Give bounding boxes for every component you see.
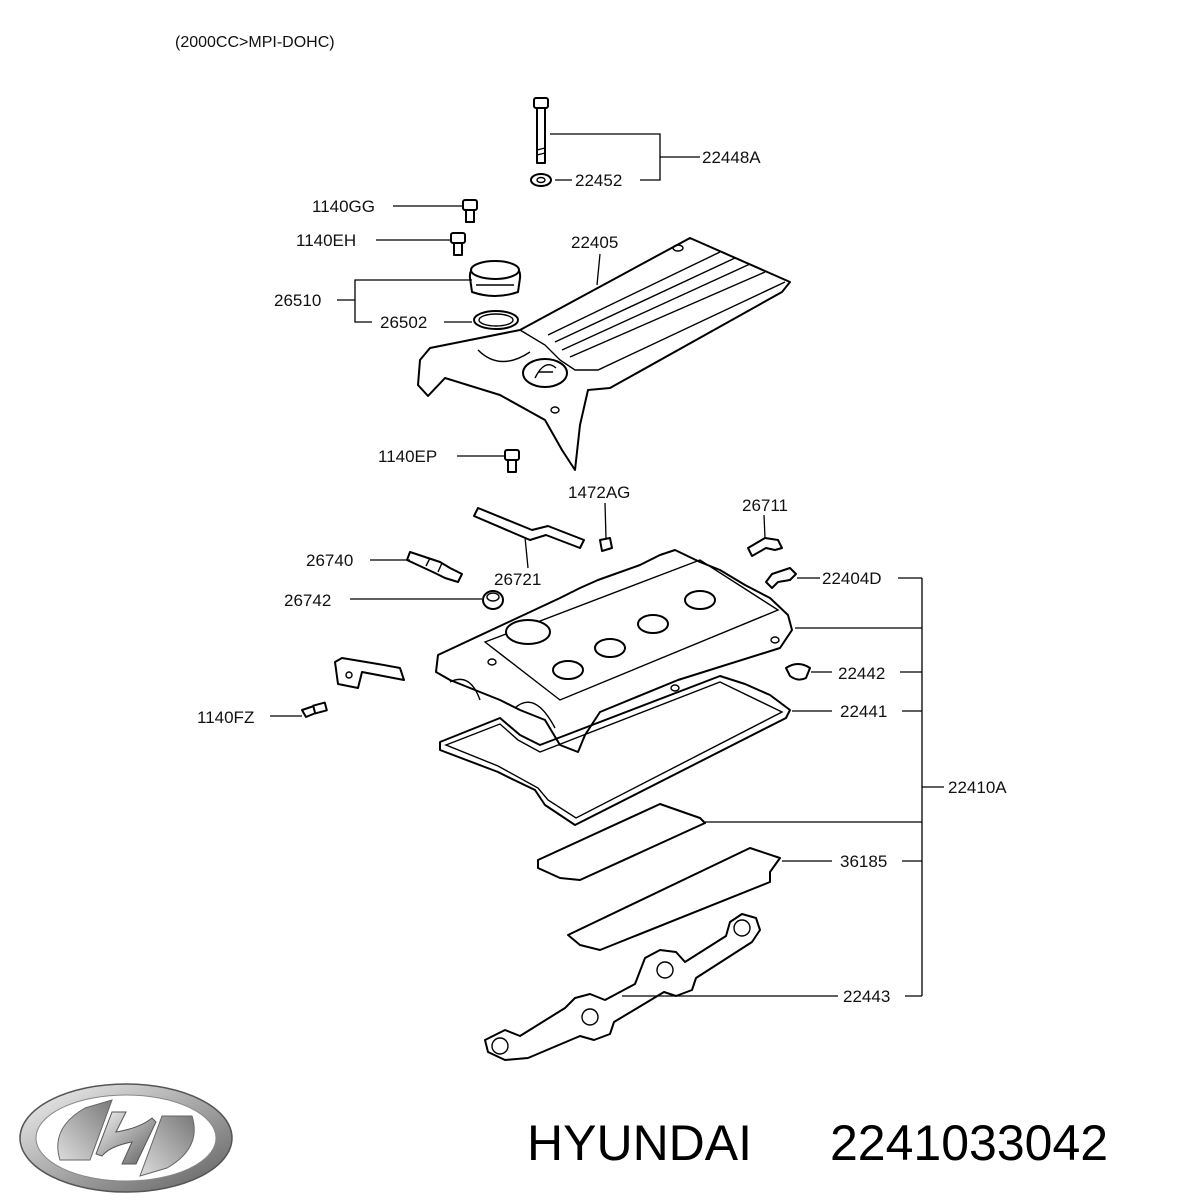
label-26742: 26742 [284, 591, 331, 610]
bolt-1140GG-part [462, 199, 478, 223]
clip-1472AG-part [599, 537, 613, 552]
plug-seal-gasket-part [484, 913, 761, 1061]
label-22443: 22443 [843, 987, 890, 1006]
filler-cap-seal-part [473, 310, 519, 330]
label-1140EH: 1140EH [296, 231, 356, 250]
label-1140GG: 1140GG [312, 197, 375, 216]
label-1140FZ: 1140FZ [197, 708, 254, 727]
hyundai-logo-icon [19, 1083, 233, 1193]
cover-gasket-part [439, 675, 791, 826]
label-26721: 26721 [494, 570, 541, 589]
label-26502: 26502 [380, 313, 427, 332]
pcv-valve-part [406, 551, 463, 583]
label-22452: 22452 [575, 171, 622, 190]
label-22448A: 22448A [702, 148, 761, 167]
part-number: 2241033042 [830, 1115, 1108, 1171]
label-22405: 22405 [571, 233, 618, 252]
hose-26711-part [747, 537, 783, 557]
cylinder-head-cover-part [435, 549, 793, 753]
oil-filler-cap-part [468, 260, 522, 297]
bolt-1140FZ-part [301, 701, 328, 718]
upper-seal-plate-part [537, 803, 706, 881]
lower-seal-plate-part [567, 847, 781, 951]
bolt-1140EH-part [450, 232, 466, 256]
bracket-part [334, 657, 405, 689]
washer-part [530, 173, 552, 187]
label-1140EP: 1140EP [378, 447, 437, 466]
engine-cover-part [417, 237, 791, 471]
grommet-part [482, 590, 504, 610]
engine-spec-heading: (2000CC>MPI-DOHC) [175, 34, 335, 51]
breather-hose-part [473, 507, 585, 549]
long-bolt-part [533, 97, 549, 164]
label-26711: 26711 [742, 496, 788, 515]
half-moon-plug-part [785, 663, 811, 681]
brand-name: HYUNDAI [527, 1115, 752, 1171]
label-22404D: 22404D [822, 569, 882, 588]
label-1472AG: 1472AG [568, 483, 630, 502]
pipe-22404D-part [765, 567, 797, 589]
label-22442: 22442 [838, 664, 885, 683]
label-36185: 36185 [840, 852, 887, 871]
label-26740: 26740 [306, 551, 353, 570]
label-26510: 26510 [274, 291, 321, 310]
label-22410A: 22410A [948, 778, 1007, 797]
bolt-1140EP-part [504, 449, 520, 473]
label-22441: 22441 [840, 702, 887, 721]
